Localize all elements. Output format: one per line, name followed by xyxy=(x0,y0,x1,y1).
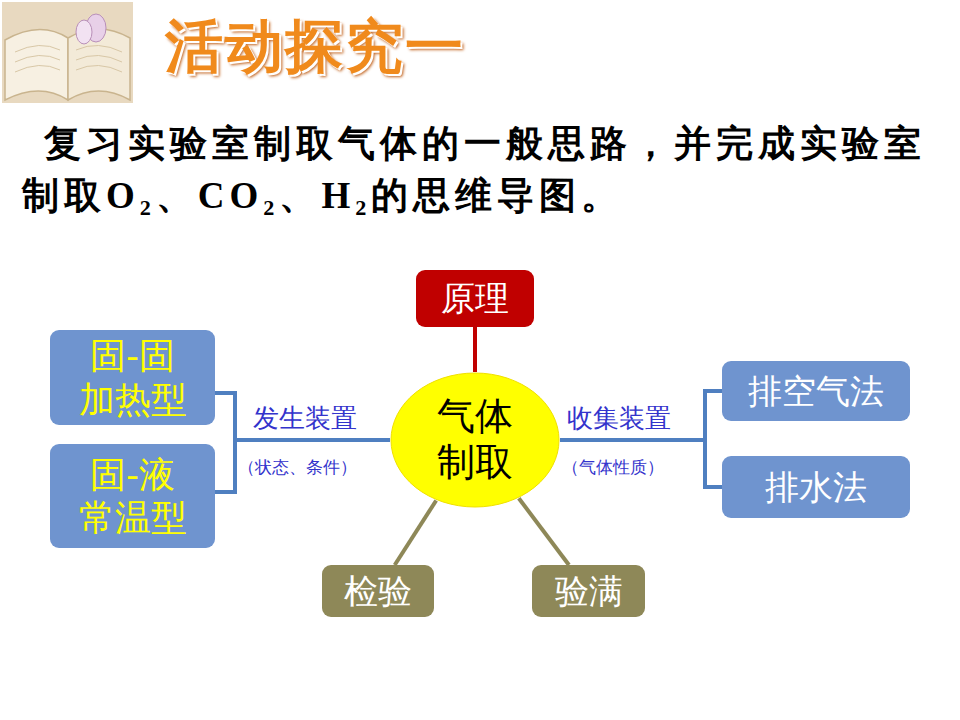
ellipse-fill xyxy=(391,373,559,507)
collection-box: 排水法 xyxy=(722,456,910,518)
branch-note: （状态、条件） xyxy=(238,456,357,479)
node-text: 检验 xyxy=(344,571,412,612)
node-text: 固-液 常温型 xyxy=(75,453,190,539)
flower-petal xyxy=(76,20,92,44)
apparatus-box: 固-固 加热型 xyxy=(50,330,215,425)
book-background xyxy=(0,0,135,105)
apparatus-box: 固-液 常温型 xyxy=(50,444,215,548)
image-frame xyxy=(0,0,135,105)
center-ellipse: 气体 制取 xyxy=(390,372,560,508)
instruction-text: 复习实验室制取气体的一般思路，并完成实验室制取O₂、CO₂、H₂的思维导图。 xyxy=(22,118,957,222)
node-text: 排水法 xyxy=(765,467,867,508)
slide-title: 活动探究一 xyxy=(165,8,465,86)
node-text: 排空气法 xyxy=(748,371,884,412)
test-box: 验满 xyxy=(532,565,645,617)
branch-note: （气体性质） xyxy=(562,456,664,479)
book-lines xyxy=(15,45,122,72)
node-text: 气体 制取 xyxy=(425,394,525,485)
node-text: 固-固 加热型 xyxy=(75,334,190,420)
node-text: 验满 xyxy=(555,571,623,612)
book-page xyxy=(5,29,68,100)
connector-line xyxy=(560,391,722,440)
principle-box: 原理 xyxy=(416,270,534,327)
test-box: 检验 xyxy=(322,565,434,617)
book-illustration xyxy=(0,0,135,105)
branch-label: 发生装置 xyxy=(253,401,357,436)
node-text: 原理 xyxy=(441,278,509,319)
connector-line xyxy=(519,498,569,565)
collection-box: 排空气法 xyxy=(722,361,910,421)
connector-line xyxy=(215,440,390,492)
connector-line xyxy=(473,327,477,372)
branch-label: 收集装置 xyxy=(567,401,671,436)
connector-line xyxy=(395,500,436,565)
connector-line xyxy=(560,440,722,487)
connector-line xyxy=(215,393,390,440)
